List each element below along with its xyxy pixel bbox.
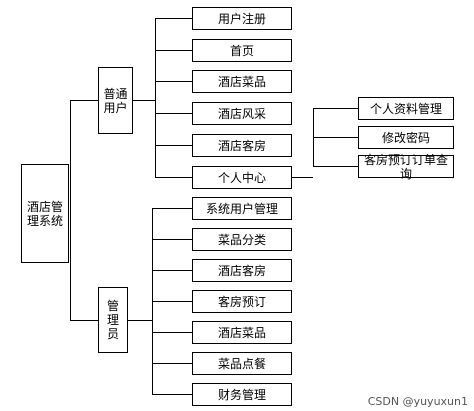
user-item-label: 酒店风采 bbox=[217, 106, 266, 121]
admin-item-dish-ordering: 菜品点餐 bbox=[192, 352, 292, 375]
admin-item-finance: 财务管理 bbox=[192, 383, 292, 406]
user-item-register: 用户注册 bbox=[192, 7, 292, 30]
admin-item-label: 酒店菜品 bbox=[217, 325, 266, 340]
watermark: CSDN @yuyuxun1 bbox=[367, 395, 468, 408]
group-node-user: 普通用户 bbox=[98, 67, 133, 134]
admin-item-rooms: 酒店客房 bbox=[192, 259, 292, 282]
connector bbox=[152, 301, 192, 302]
connector bbox=[133, 100, 155, 101]
personal-item-profile: 个人资料管理 bbox=[358, 97, 454, 120]
connector bbox=[313, 166, 358, 167]
user-item-home: 首页 bbox=[192, 39, 292, 62]
connector bbox=[70, 100, 71, 320]
connector bbox=[313, 108, 358, 109]
connector bbox=[155, 81, 192, 82]
admin-item-label: 客房预订 bbox=[217, 294, 266, 309]
personal-item-label: 修改密码 bbox=[381, 130, 430, 145]
root-node: 酒店管理系统 bbox=[21, 164, 69, 263]
user-item-label: 个人中心 bbox=[217, 170, 266, 185]
admin-item-label: 财务管理 bbox=[217, 387, 266, 402]
user-item-personal-center: 个人中心 bbox=[192, 166, 292, 189]
connector bbox=[70, 320, 98, 321]
connector bbox=[128, 320, 152, 321]
connector bbox=[152, 363, 192, 364]
admin-item-label: 系统用户管理 bbox=[205, 201, 278, 216]
connector bbox=[155, 50, 192, 51]
user-item-dishes: 酒店菜品 bbox=[192, 70, 292, 93]
user-item-label: 酒店客房 bbox=[217, 138, 266, 153]
connector bbox=[155, 18, 192, 19]
user-item-rooms: 酒店客房 bbox=[192, 134, 292, 157]
group-label-admin: 管理员 bbox=[106, 299, 119, 341]
personal-item-password: 修改密码 bbox=[358, 126, 454, 149]
user-item-label: 用户注册 bbox=[217, 11, 266, 26]
user-item-label: 首页 bbox=[229, 43, 254, 58]
connector bbox=[152, 239, 192, 240]
connector bbox=[152, 270, 192, 271]
group-label-user: 普通用户 bbox=[103, 86, 128, 115]
connector bbox=[152, 332, 192, 333]
admin-item-dishes: 酒店菜品 bbox=[192, 321, 292, 344]
personal-item-booking-query: 客房预订订单查询 bbox=[358, 152, 454, 181]
personal-item-label: 客房预订订单查询 bbox=[363, 152, 448, 181]
connector bbox=[155, 145, 192, 146]
personal-item-label: 个人资料管理 bbox=[369, 101, 442, 116]
connector bbox=[313, 137, 358, 138]
admin-item-label: 菜品分类 bbox=[217, 232, 266, 247]
connector bbox=[70, 100, 98, 101]
user-item-style: 酒店风采 bbox=[192, 102, 292, 125]
connector bbox=[155, 18, 156, 177]
admin-item-room-booking: 客房预订 bbox=[192, 290, 292, 313]
connector bbox=[152, 208, 192, 209]
connector bbox=[152, 394, 192, 395]
admin-item-label: 菜品点餐 bbox=[217, 356, 266, 371]
admin-item-system-users: 系统用户管理 bbox=[192, 197, 292, 220]
group-node-admin: 管理员 bbox=[98, 287, 128, 353]
user-item-label: 酒店菜品 bbox=[217, 74, 266, 89]
admin-item-dish-category: 菜品分类 bbox=[192, 228, 292, 251]
connector bbox=[155, 113, 192, 114]
root-label: 酒店管理系统 bbox=[26, 199, 63, 228]
admin-item-label: 酒店客房 bbox=[217, 263, 266, 278]
connector bbox=[292, 177, 313, 178]
connector bbox=[155, 177, 192, 178]
